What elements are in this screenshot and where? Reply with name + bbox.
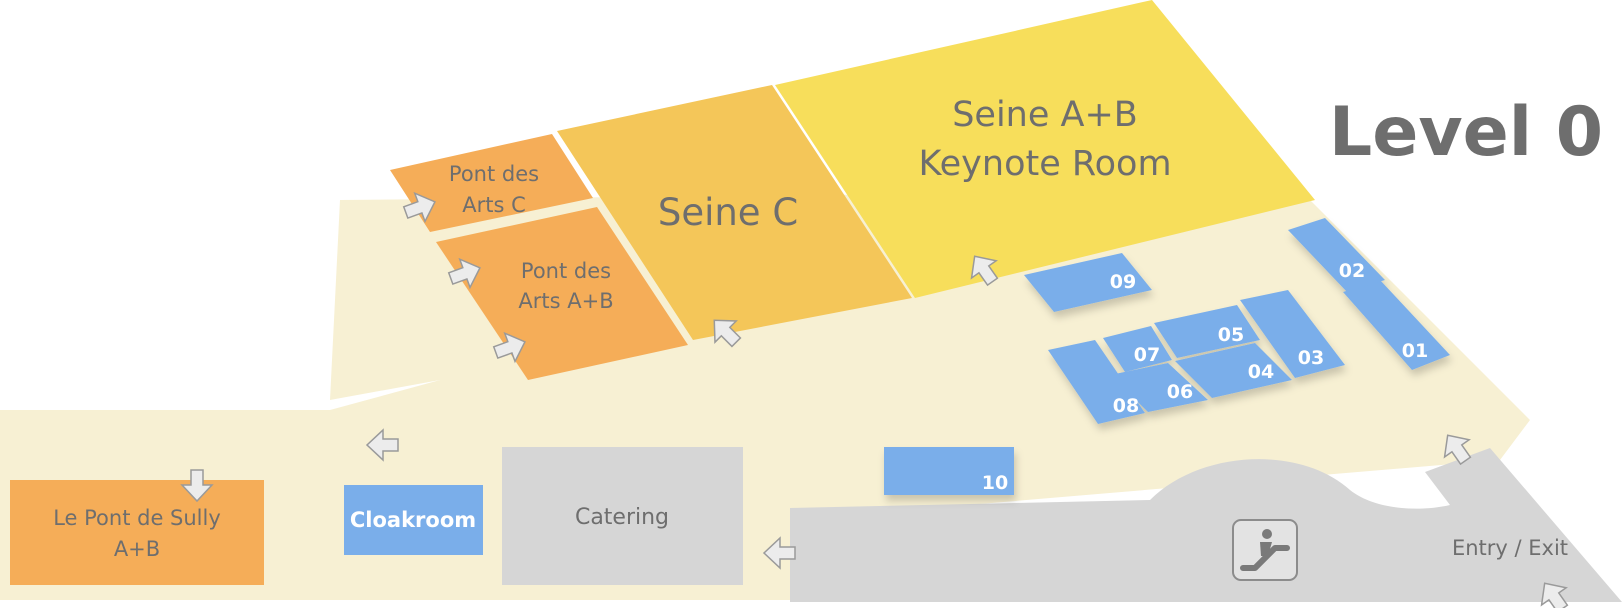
room-pont-des-arts-ab[interactable] [436, 207, 688, 380]
booth-04[interactable] [1175, 343, 1292, 398]
booth-label-08: 08 [1113, 395, 1139, 417]
booth-08[interactable] [1048, 340, 1145, 424]
booth-10[interactable] [884, 447, 1014, 495]
booth-label-06: 06 [1167, 381, 1193, 403]
label-seine-c: Seine C [658, 191, 798, 234]
room-le-pont-de-sully[interactable] [10, 480, 264, 585]
label-seine-ab-line2: Keynote Room [918, 144, 1171, 184]
label-seine-ab-line1: Seine A+B [952, 95, 1138, 135]
label-pont-des-arts-c-line1: Pont des [449, 162, 539, 186]
booth-label-02: 02 [1339, 260, 1365, 282]
booth-label-04: 04 [1248, 361, 1274, 383]
label-entry-exit: Entry / Exit [1452, 536, 1568, 560]
room-seine-ab[interactable] [775, 0, 1315, 298]
booth-label-05: 05 [1218, 324, 1244, 346]
label-pont-des-arts-ab-line1: Pont des [521, 259, 611, 283]
booth-05[interactable] [1154, 305, 1260, 358]
level-title: Level 0 [1329, 93, 1603, 172]
label-le-pont-de-sully-line1: Le Pont de Sully [53, 506, 221, 530]
booth-06[interactable] [1110, 363, 1208, 412]
label-pont-des-arts-ab-line2: Arts A+B [518, 289, 613, 313]
booth-label-07: 07 [1134, 344, 1160, 366]
entry-exit-area[interactable] [790, 448, 1622, 602]
label-catering: Catering [575, 505, 669, 530]
cloakroom[interactable] [344, 485, 483, 555]
room-pont-des-arts-c[interactable] [390, 134, 593, 232]
booth-group [884, 218, 1450, 495]
booth-03[interactable] [1240, 290, 1345, 378]
booth-label-01: 01 [1402, 340, 1428, 362]
booth-label-09: 09 [1110, 271, 1136, 293]
label-pont-des-arts-c-line2: Arts C [462, 193, 526, 217]
booth-02[interactable] [1288, 218, 1385, 292]
catering[interactable] [502, 447, 743, 585]
booth-label-10: 10 [982, 472, 1008, 494]
booth-label-03: 03 [1298, 347, 1324, 369]
escalator-icon [1232, 519, 1298, 581]
room-seine-c[interactable] [557, 85, 912, 340]
booth-01[interactable] [1343, 280, 1450, 370]
booth-09[interactable] [1024, 253, 1152, 312]
booth-07[interactable] [1103, 326, 1172, 372]
label-le-pont-de-sully-line2: A+B [114, 537, 160, 561]
label-cloakroom: Cloakroom [350, 508, 476, 532]
